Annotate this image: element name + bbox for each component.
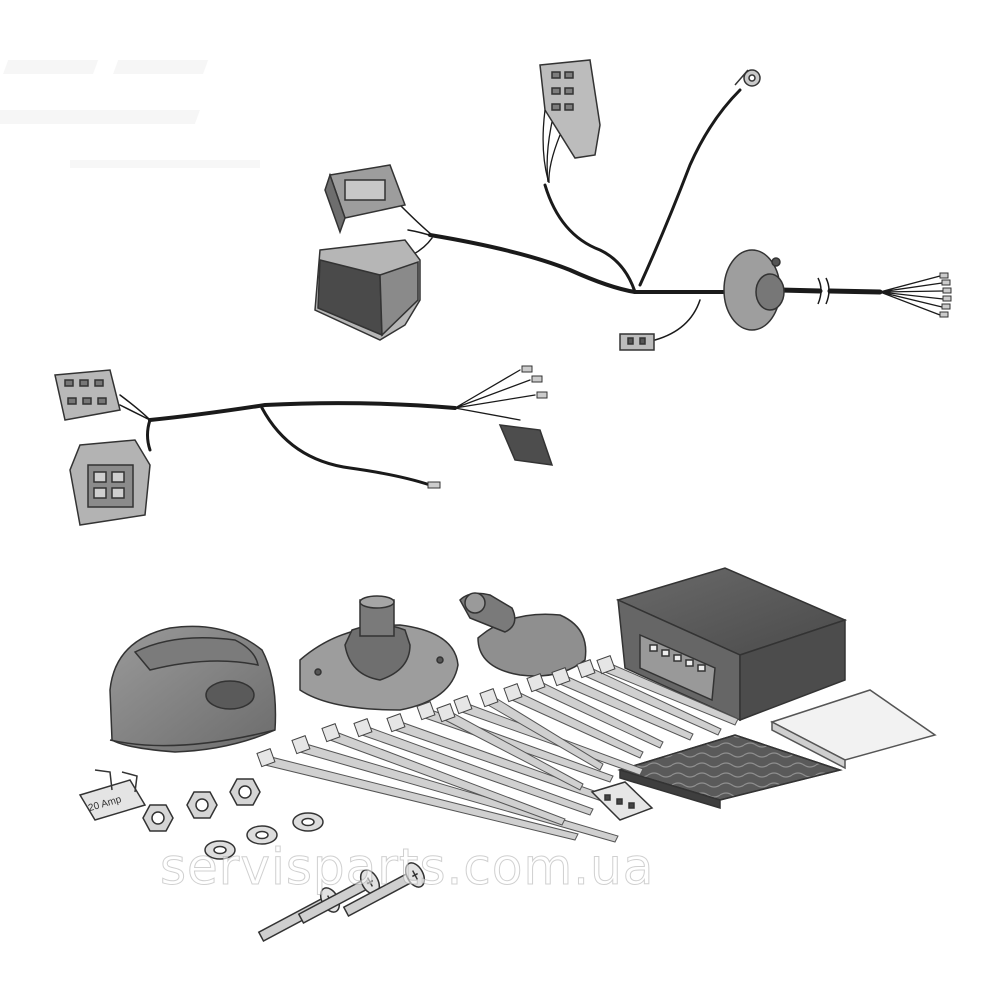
connector-fan-wires xyxy=(542,109,561,184)
cable-tie xyxy=(299,743,619,843)
lock-washer xyxy=(292,812,324,832)
hex-nut xyxy=(142,804,174,832)
hex-nut xyxy=(229,778,261,806)
ring-terminal xyxy=(734,69,761,87)
cable-tie-head xyxy=(256,748,276,768)
harness-connector-large xyxy=(314,239,421,341)
cleaning-pad xyxy=(770,689,937,770)
hex-nut xyxy=(186,791,218,819)
lock-washer xyxy=(204,840,236,860)
cable-tie-head xyxy=(479,688,499,708)
cable-tie-head xyxy=(526,673,546,693)
main-wiring-harness xyxy=(399,88,944,341)
lower-plug xyxy=(498,424,554,466)
cable-tie-head xyxy=(386,713,406,733)
cable-break-mark xyxy=(817,277,830,305)
control-module xyxy=(615,567,848,722)
screw xyxy=(257,887,341,943)
harness-connector-lower-top xyxy=(54,369,121,421)
cable-grommet xyxy=(723,249,785,331)
harness-connector-top xyxy=(539,59,601,159)
screw xyxy=(342,862,426,918)
cable-tie-head xyxy=(436,703,456,723)
cable-tie-head xyxy=(576,659,596,679)
wire-end-terminals xyxy=(939,272,952,318)
cable-ties xyxy=(256,655,739,843)
faded-logo xyxy=(0,60,260,168)
trailer-socket xyxy=(109,625,277,753)
bullet-terminals xyxy=(427,365,548,489)
bypass-connector xyxy=(590,781,654,821)
cable-tie-head xyxy=(596,655,616,675)
cable-tie-head xyxy=(503,683,523,703)
adhesive-foam-pad xyxy=(617,734,843,810)
cable-tie-head xyxy=(453,695,473,715)
rubber-gasket xyxy=(459,592,587,677)
socket-base-plate xyxy=(299,595,459,711)
cable-tie-head xyxy=(321,723,341,743)
cable-tie-head xyxy=(416,701,436,721)
lock-washers xyxy=(204,812,324,860)
cable-tie-head xyxy=(551,667,571,687)
cable-tie-head xyxy=(353,718,373,738)
small-plug xyxy=(619,333,655,351)
harness-connector-lower-block xyxy=(69,439,151,526)
hex-nuts xyxy=(142,778,261,832)
cable-tie-head xyxy=(291,735,311,755)
harness-connector-upper xyxy=(324,164,407,235)
lock-washer xyxy=(246,825,278,845)
screw xyxy=(297,869,381,925)
blade-fuse xyxy=(78,769,147,821)
secondary-wiring-harness xyxy=(119,369,536,487)
mounting-screws xyxy=(257,862,426,943)
